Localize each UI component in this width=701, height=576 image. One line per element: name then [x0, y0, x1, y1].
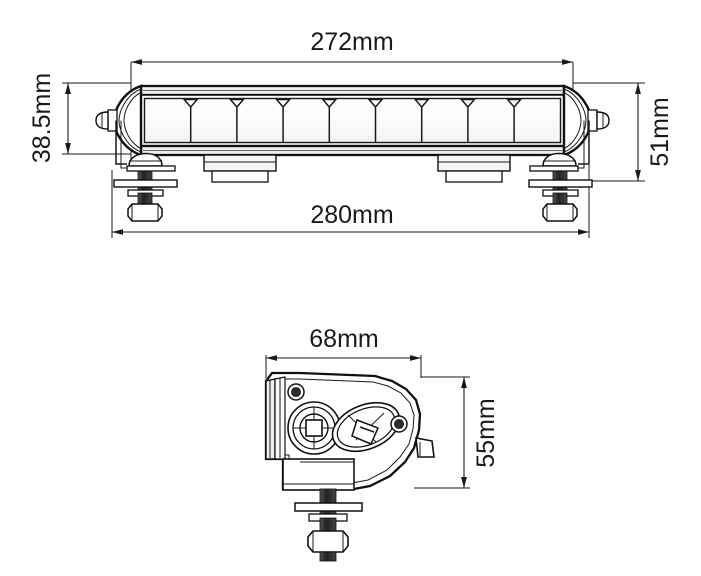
side-bracket-edge: [300, 461, 355, 489]
left-hex-nut: [127, 203, 163, 222]
dimension-55mm: 55mm: [414, 376, 500, 489]
dimension-51mm: 51mm: [573, 82, 674, 182]
side-bracket-foot: [282, 458, 355, 491]
adjustment-knob[interactable]: [325, 393, 406, 460]
screw-boss-lower: [390, 415, 408, 433]
side-bolt-thread-end: [319, 551, 337, 562]
light-bar-housing: [95, 84, 610, 157]
left-bracket-arm-inner: [120, 120, 127, 169]
led-divider: [413, 98, 430, 143]
right-bracket-arm: [578, 120, 590, 165]
right-mounting-bracket-assembly: [528, 120, 593, 222]
left-mounting-bracket-assembly: [113, 120, 178, 222]
mount-tab-foot-right: [445, 170, 503, 183]
led-divider: [182, 98, 199, 143]
side-view-body: [264, 371, 435, 491]
left-bolt-thread-lower: [137, 192, 153, 205]
dimension-68mm: 68mm: [265, 325, 422, 378]
right-hex-nut: [542, 203, 578, 222]
right-end-cap-inner-1: [563, 88, 587, 153]
middle-mounting-tab: [437, 154, 511, 183]
mount-tab-body-right: [437, 154, 511, 172]
left-bracket-arm: [115, 120, 127, 165]
cable-gland-nub: [415, 437, 435, 458]
screw-boss-upper-inner: [291, 387, 301, 397]
led-divider: [228, 98, 246, 143]
left-pivot-stud: [95, 109, 118, 132]
side-bracket-plate: [282, 458, 355, 491]
side-washer-plate: [294, 502, 363, 512]
screw-boss-lower-inner: [394, 419, 404, 429]
side-lens-face: [265, 376, 286, 460]
pivot-bolt-boss: [287, 401, 341, 455]
dimension-label-55mm: 55mm: [472, 398, 500, 467]
adjustment-knob-handle[interactable]: [351, 419, 380, 445]
dimension-272mm: 272mm: [130, 28, 574, 170]
dimension-label-272mm: 272mm: [310, 28, 393, 56]
front-view-group: 272mm 38.5mm 51mm 280mm: [28, 28, 674, 238]
screw-boss-upper: [287, 383, 305, 401]
dimension-label-38-5mm: 38.5mm: [28, 73, 56, 163]
mount-tab-foot-left: [211, 170, 269, 183]
mount-tab-body-left: [203, 154, 277, 172]
right-end-cap-inner-2: [563, 92, 582, 149]
middle-mounting-tab: [203, 154, 277, 183]
side-view-group: 68mm 55mm: [264, 325, 500, 562]
led-divider: [459, 98, 477, 143]
left-bracket-plate: [126, 165, 176, 172]
led-segment-dividers: [182, 98, 523, 143]
right-bracket-plate: [529, 165, 579, 172]
led-lens-inner-frame: [143, 97, 562, 144]
led-divider: [321, 98, 338, 143]
right-bracket-arm-inner: [578, 120, 585, 169]
right-bolt-thread-lower: [552, 192, 568, 205]
dimension-label-68mm: 68mm: [309, 325, 378, 353]
left-end-cap-inner-1: [118, 88, 142, 153]
led-divider: [505, 98, 523, 143]
led-lens-window: [140, 94, 565, 147]
side-mounting-bolt-assembly: [294, 488, 363, 562]
cable-gland-body: [415, 437, 435, 458]
dimension-label-280mm: 280mm: [310, 201, 393, 229]
left-washer-plate: [113, 179, 178, 188]
adjustment-knob-slot: [359, 426, 375, 433]
right-washer-plate: [528, 179, 593, 188]
left-dome-cap: [128, 152, 163, 167]
dimension-280mm: 280mm: [111, 165, 590, 238]
led-divider: [274, 98, 292, 143]
led-divider: [367, 98, 384, 143]
dimension-label-51mm: 51mm: [646, 97, 674, 166]
side-hex-nut: [307, 530, 349, 553]
dimension-38-5mm: 38.5mm: [28, 73, 131, 163]
right-dome-cap: [542, 152, 577, 167]
right-pivot-stud: [587, 109, 610, 132]
side-bolt-thread-lower: [319, 517, 337, 532]
left-end-cap-inner-2: [123, 92, 142, 149]
pivot-boss-square-head: [305, 419, 323, 437]
